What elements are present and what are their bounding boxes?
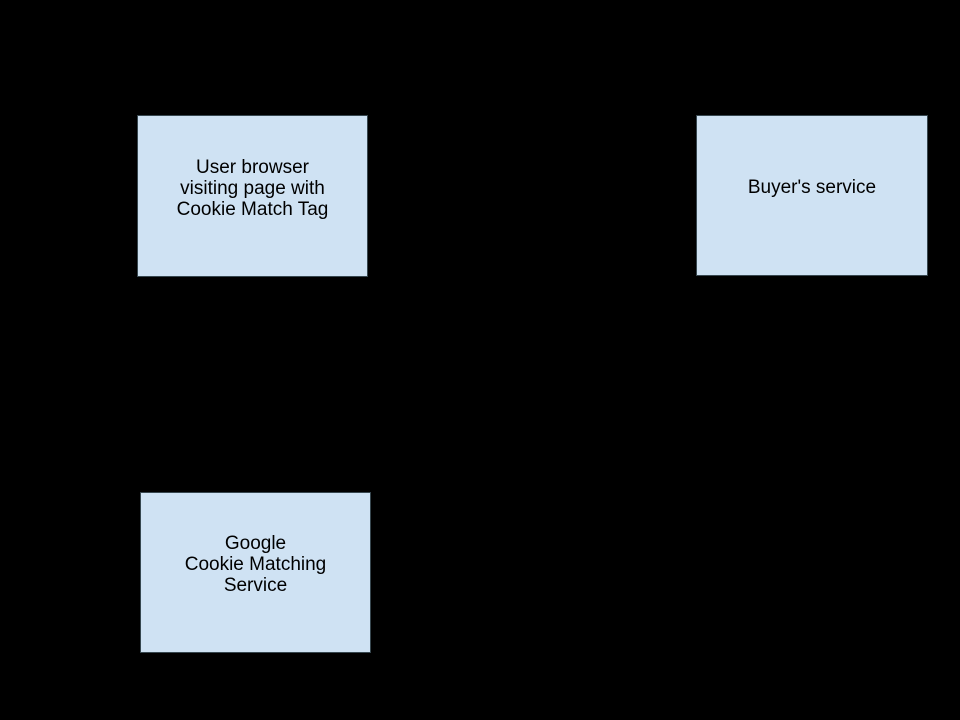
node-google-cookie-matching-service: Google Cookie Matching Service bbox=[140, 492, 371, 653]
node-buyers-service-label: Buyer's service bbox=[747, 177, 877, 198]
node-google-cookie-matching-service-label: Google Cookie Matching Service bbox=[184, 533, 327, 596]
node-buyers-service: Buyer's service bbox=[696, 115, 928, 276]
node-user-browser: User browser visiting page with Cookie M… bbox=[137, 115, 368, 277]
node-user-browser-label: User browser visiting page with Cookie M… bbox=[176, 156, 329, 220]
